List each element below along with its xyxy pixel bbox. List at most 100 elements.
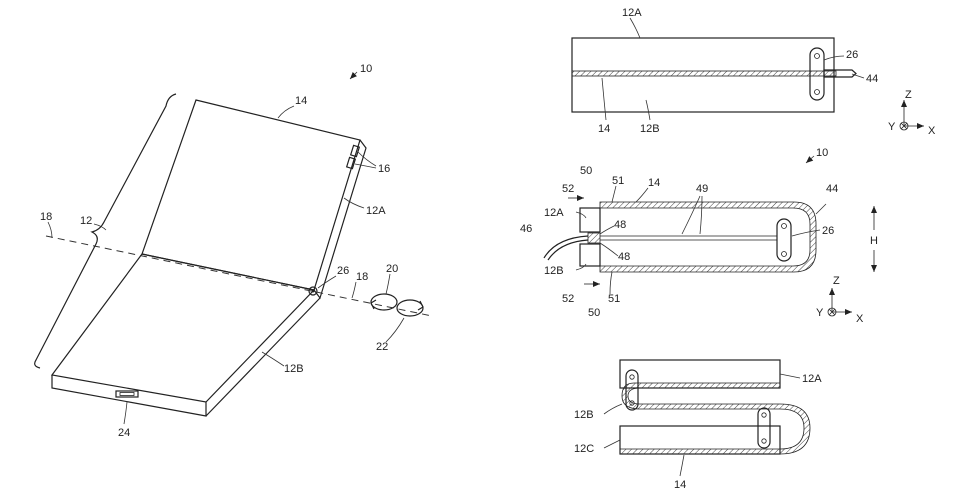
ref-12c-d: 12C: [574, 443, 594, 455]
ref-52-bottom: 52: [562, 293, 574, 305]
leader-12a-b: [629, 17, 641, 39]
ref-51-bottom: 51: [608, 293, 620, 305]
ref-48-top: 48: [614, 219, 626, 231]
axis-y-label: Y: [888, 121, 896, 133]
hinge-pin-lower: [814, 89, 820, 95]
ref-14: 14: [295, 95, 307, 107]
ref-12b-b: 12B: [640, 123, 660, 135]
ref-26: 26: [337, 265, 349, 277]
leader-12a-d: [779, 373, 801, 379]
axis-z-label-c: Z: [833, 275, 840, 287]
ref-16: 16: [378, 163, 390, 175]
ref-12a-b: 12A: [622, 7, 642, 19]
leader-26: [317, 275, 337, 289]
axis-y-symbol: [899, 121, 909, 131]
ref-12a-d: 12A: [802, 373, 822, 385]
ref-12a-c: 12A: [544, 207, 564, 219]
ref-10: 10: [360, 63, 372, 75]
trifold-section-view: 12A 12B 12C 14: [574, 359, 822, 491]
ref-44-c: 44: [826, 183, 838, 195]
ref-12b-d: 12B: [574, 409, 594, 421]
tab-44: [823, 69, 857, 78]
leader-12c-d: [603, 439, 621, 449]
hinge-left-pin-lower: [629, 400, 635, 406]
ref-24: 24: [118, 427, 130, 439]
leader-12b-d: [603, 403, 623, 415]
leader-16a: [357, 151, 377, 167]
lower-panel-edge: [51, 375, 207, 417]
axis-y-label-c: Y: [816, 307, 824, 319]
leader-44-b: [851, 73, 865, 79]
ref-12b-c: 12B: [544, 265, 564, 277]
brace-12: [34, 93, 177, 369]
leader-12a-c: [575, 211, 587, 219]
leader-10: [349, 71, 358, 80]
ref-12b: 12B: [284, 363, 304, 375]
rotation-arrow-20: [370, 293, 398, 311]
leader-22: [385, 317, 405, 343]
ref-46: 46: [520, 223, 532, 235]
leader-26-c: [791, 229, 821, 237]
leader-24: [123, 401, 128, 425]
perspective-view: 10 14 16 12A 12 18 26 18 20 22 12B 24: [34, 63, 433, 439]
leader-49b: [699, 195, 703, 235]
flex-cable-46a: [543, 235, 589, 259]
dimension-h-label: H: [870, 235, 878, 247]
housing-12a: [579, 207, 601, 233]
connector-48: [587, 232, 601, 244]
ref-14-c: 14: [648, 177, 660, 189]
leader-48-bottom: [599, 242, 619, 257]
axis-x-label-c: X: [856, 313, 864, 325]
leader-14-d: [679, 454, 685, 477]
hinge-pin-c-upper: [781, 223, 787, 229]
ref-22: 22: [376, 341, 388, 353]
lower-right-edge: [205, 297, 321, 417]
hinge-right-pin-lower: [761, 438, 767, 444]
axis-x-label: X: [928, 125, 936, 137]
ref-44-b: 44: [866, 73, 878, 85]
housing-12b: [579, 243, 601, 267]
fold-axis-18: [45, 235, 433, 317]
button-upper: [349, 144, 361, 158]
lower-panel-12b: [50, 253, 316, 403]
leader-12a: [343, 197, 365, 209]
hinge-link-26-c: [776, 218, 792, 262]
leader-12b-c: [575, 263, 587, 271]
hinge-pin-c-lower: [781, 251, 787, 257]
ref-14-d: 14: [674, 479, 686, 491]
ref-20: 20: [386, 263, 398, 275]
leader-12b: [261, 351, 285, 367]
leader-18b: [351, 281, 357, 299]
ref-50-bottom: 50: [588, 307, 600, 319]
leader-12b-b: [645, 99, 651, 121]
ref-14-b: 14: [598, 123, 610, 135]
upper-panel-edge: [313, 139, 367, 300]
leader-20: [385, 273, 391, 295]
axis-y-cross-b: [900, 122, 908, 130]
button-lower: [345, 156, 357, 170]
ref-10-c: 10: [816, 147, 828, 159]
ref-48-bottom: 48: [618, 251, 630, 263]
leader-48-top: [599, 225, 615, 235]
leader-16b: [354, 163, 377, 169]
rotation-arrow-20-head: [370, 299, 377, 310]
leader-26-b: [823, 55, 845, 61]
axis-y-cross-c-b: [828, 308, 836, 316]
leader-14-b: [601, 77, 607, 121]
ref-49: 49: [696, 183, 708, 195]
closed-elevation-view: 12A 26 44 14 12B Z Y X: [571, 7, 936, 137]
rotation-arrow-22-head: [417, 300, 424, 311]
leader-14: [277, 105, 295, 119]
hinge-left-pin-upper: [629, 374, 635, 380]
open-section-view: 10 50 51 14 52 49 44 12A 48 46 26 48 12B…: [520, 147, 878, 325]
leader-18a: [47, 221, 53, 239]
axis-y-symbol-c: [827, 307, 837, 317]
leader-49a: [681, 195, 701, 235]
leader-51-bottom: [609, 271, 613, 295]
upper-panel-12a: [141, 99, 361, 291]
port-inner: [119, 392, 135, 396]
leader-12: [93, 223, 107, 231]
ref-26-b: 26: [846, 49, 858, 61]
display-serpentine-14: [619, 382, 811, 455]
